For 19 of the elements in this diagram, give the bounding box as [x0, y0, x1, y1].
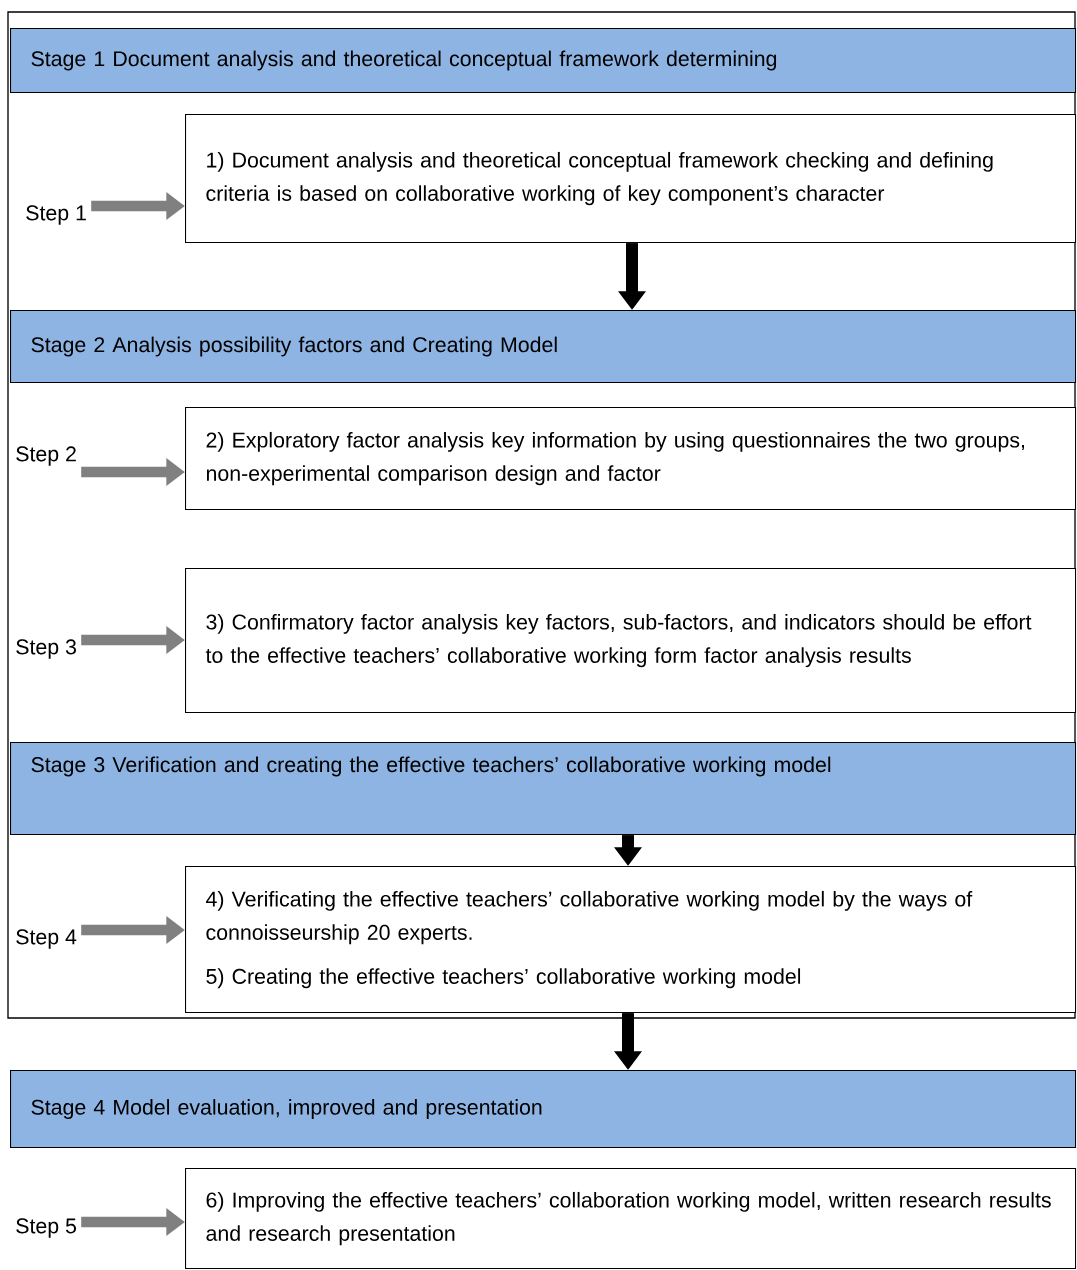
step-label: Step 2: [16, 446, 76, 466]
stage-band: Stage 2 Analysis possibility factors and Creating Model: [10, 310, 1077, 384]
stage-band: Stage 1 Document analysis and theoretical conceptual framework determining: [10, 28, 1077, 94]
step-label: Step 1: [26, 205, 86, 225]
process-box: 3) Confirmatory factor analysis key factors, sub-factors, and indicators should be effort to the effective teachers’ collaborative working form factor analysis results: [185, 568, 1077, 714]
step-label: Step 5: [16, 1218, 76, 1238]
node-label: 2) Exploratory factor analysis key information by using questionnaires the two groups, non-experimental comparison design and factor: [206, 431, 1025, 486]
process-box: 4) Verificating the effective teachers’ collaborative working model by the ways of connoisseurship 20 experts. 5) Creating the effective teachers’ collaborative working model: [185, 866, 1077, 1014]
stage-band: Stage 4 Model evaluation, improved and presentation: [10, 1070, 1077, 1149]
stage-band: Stage 3 Verification and creating the effective teachers’ collaborative working model: [10, 742, 1077, 836]
node-label: 4) Verificating the effective teachers’ collaborative working model by the ways of connoisseurship 20 experts.: [206, 890, 973, 945]
step-label: Step 4: [16, 929, 77, 949]
node-label: 3) Confirmatory factor analysis key factors, sub-factors, and indicators should be effort to the effective teachers’ collaborative working form factor analysis results: [205, 613, 1032, 668]
process-box: 2) Exploratory factor analysis key information by using questionnaires the two groups, non-experimental comparison design and factor: [185, 407, 1077, 511]
step-label: Step 3: [16, 639, 76, 659]
node-label: 5) Creating the effective teachers’ collaborative working model: [206, 968, 801, 989]
process-box: 6) Improving the effective teachers’ collaboration working model, written research results and research presentation: [185, 1168, 1077, 1270]
process-box: 1) Document analysis and theoretical conceptual framework checking and defining criteria is based on collaborative working of key component’s character: [185, 114, 1077, 244]
node-label: 1) Document analysis and theoretical conceptual framework checking and defining criteria is based on collaborative working of key component’s character: [206, 151, 993, 206]
